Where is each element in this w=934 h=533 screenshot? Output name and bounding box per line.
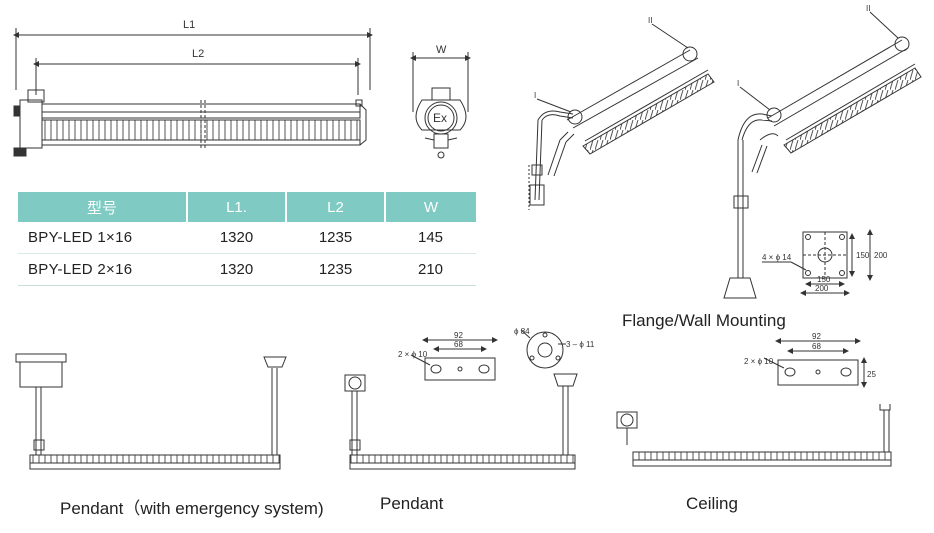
caption-ceiling: Ceiling xyxy=(686,494,738,513)
dim-l1: L1 xyxy=(183,19,195,31)
header-model: 型号 xyxy=(18,192,188,222)
label-150-h: 150 xyxy=(817,275,831,284)
fixture-end-view xyxy=(410,52,471,159)
header-l1: L1. xyxy=(187,192,287,222)
label-200-v: 200 xyxy=(874,251,888,260)
cell-l2: 1235 xyxy=(286,222,385,254)
caption-pendant: Pendant xyxy=(380,494,444,513)
cell-l1: 1320 xyxy=(187,253,286,286)
ex-mark: Ex xyxy=(433,111,447,125)
label-2x10-ceiling: 2 × ϕ 10 xyxy=(744,357,774,366)
cell-model: BPY-LED 2×16 xyxy=(18,253,187,286)
mark-ii-right: II xyxy=(866,4,870,13)
mark-i-left: I xyxy=(534,91,536,100)
cell-l2: 1235 xyxy=(286,253,385,286)
mark-ii-left: II xyxy=(648,16,652,25)
cell-model: BPY-LED 1×16 xyxy=(18,222,187,254)
pendant-drawing xyxy=(344,329,578,470)
dim-w: W xyxy=(436,44,447,56)
label-2x10-pendant: 2 × ϕ 10 xyxy=(398,350,428,359)
flange-mount-drawing xyxy=(723,11,922,299)
label-68-ceiling: 68 xyxy=(812,342,821,351)
table-header-row: 型号 L1. L2 W xyxy=(18,192,476,222)
cell-w: 210 xyxy=(385,253,476,286)
mark-i-right: I xyxy=(737,79,739,88)
fixture-side-view xyxy=(13,28,373,157)
label-68-pendant: 68 xyxy=(454,340,463,349)
label-25: 25 xyxy=(867,370,876,379)
cell-w: 145 xyxy=(385,222,476,254)
label-200-h: 200 xyxy=(815,284,829,293)
cell-l1: 1320 xyxy=(187,222,286,254)
dim-l2: L2 xyxy=(192,48,204,60)
table-row: BPY-LED 1×16 1320 1235 145 xyxy=(18,222,476,254)
label-92-pendant: 92 xyxy=(454,331,463,340)
caption-flange-wall: Flange/Wall Mounting xyxy=(622,311,786,330)
label-92-ceiling: 92 xyxy=(812,332,821,341)
label-3x11: 3 – ϕ 11 xyxy=(566,340,595,349)
header-l2: L2 xyxy=(286,192,386,222)
table-row: BPY-LED 2×16 1320 1235 210 xyxy=(18,253,476,286)
wall-mount-drawing xyxy=(528,23,715,210)
header-w: W xyxy=(385,192,476,222)
label-84: ϕ 84 xyxy=(514,327,530,336)
label-4x14: 4 × ϕ 14 xyxy=(762,253,792,262)
pendant-emergency-drawing xyxy=(15,353,287,470)
label-150-v: 150 xyxy=(856,251,870,260)
caption-pendant-emergency: Pendant（with emergency system) xyxy=(60,499,324,518)
spec-table: 型号 L1. L2 W BPY-LED 1×16 1320 1235 145 B… xyxy=(18,192,476,286)
ceiling-drawing xyxy=(616,338,892,467)
